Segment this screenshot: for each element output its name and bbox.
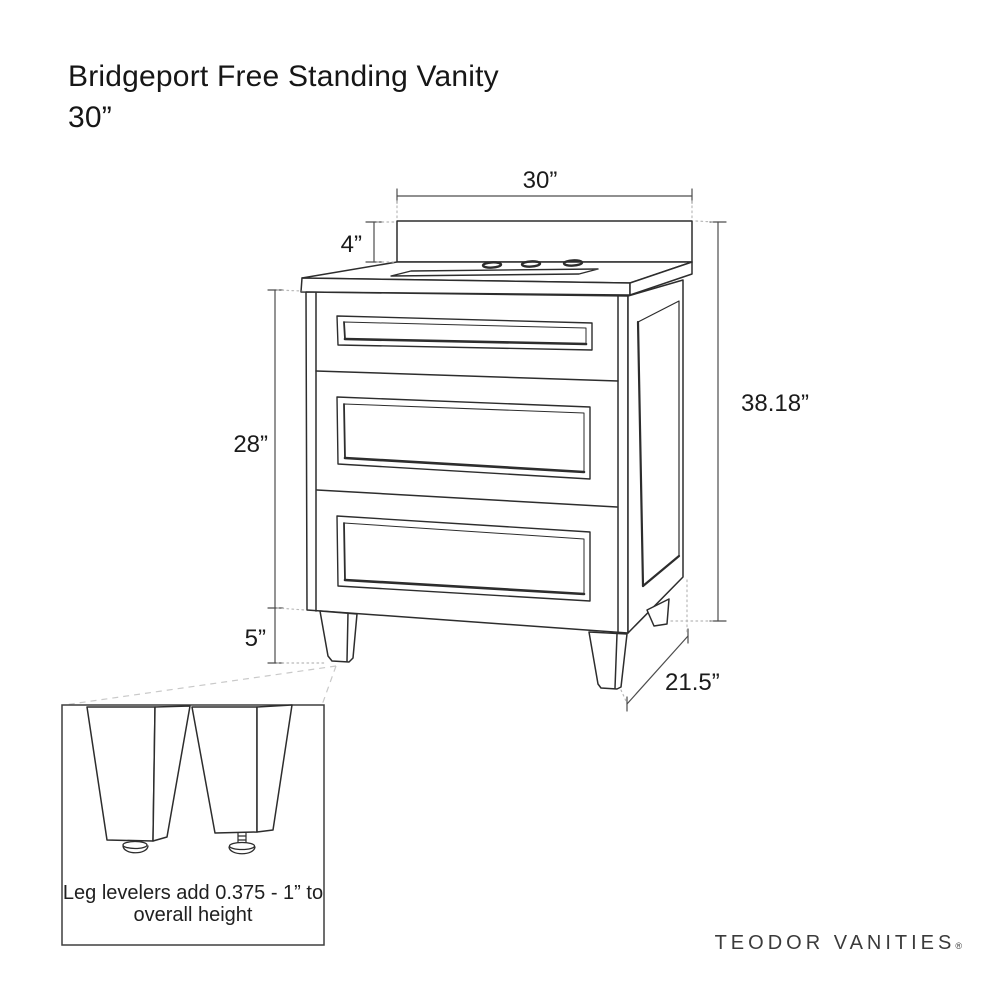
drawer-3-panel-shadow-left <box>343 522 346 581</box>
cabinet-side <box>627 279 684 634</box>
dim-backsplash-label: 4” <box>341 231 362 258</box>
drawer-3-panel-shadow <box>343 578 586 596</box>
sink-cutout <box>390 268 599 277</box>
product-name: Bridgeport Free Standing Vanity <box>68 60 499 93</box>
drawer-1-panel-shadow-left <box>343 321 346 340</box>
inset-note-line2: overall height <box>134 904 253 926</box>
dim-top-width: 30” <box>396 167 693 219</box>
dim-cabinet-height-label: 28” <box>233 431 268 458</box>
dim-overall-height: 38.18” <box>670 220 809 622</box>
product-size: 30” <box>68 101 112 134</box>
faucet-holes <box>481 259 584 269</box>
inset-left-leveler <box>122 840 149 854</box>
faucet-hole <box>520 260 542 268</box>
leg-detail-inset: Leg levelers add 0.375 - 1” to overall h… <box>61 665 337 946</box>
dim-depth-label: 21.5” <box>665 669 720 696</box>
faucet-hole <box>481 261 503 269</box>
drawer-1-frame <box>336 315 593 351</box>
drawer-2 <box>336 396 591 480</box>
front-left-leg-edge <box>346 612 349 662</box>
drawer-3 <box>336 515 591 602</box>
brand-logo: TEODOR VANITIES® <box>715 932 962 955</box>
side-face <box>627 279 684 634</box>
back-right-leg <box>646 598 670 627</box>
drawer-3-frame <box>336 515 591 602</box>
inset-right-leg-side <box>256 704 293 833</box>
faucet-hole <box>562 259 584 267</box>
registered-mark-icon: ® <box>955 941 962 951</box>
dim-cabinet-height: 28” 5” <box>233 289 328 664</box>
dim-depth: 21.5” <box>620 579 720 712</box>
legs <box>319 598 670 690</box>
cabinet-front <box>305 291 629 634</box>
front-right-leg-edge <box>614 633 618 689</box>
inset-left-leg-side <box>152 705 191 842</box>
side-panel-shadow-left <box>636 320 645 588</box>
inset-note-line1: Leg levelers add 0.375 - 1” to <box>63 882 323 904</box>
vanity-drawing <box>300 220 693 690</box>
dim-backsplash-height: 4” <box>341 221 395 263</box>
dim-overall-height-label: 38.18” <box>741 390 809 417</box>
countertop <box>300 259 693 296</box>
front-right-leg <box>588 631 628 690</box>
drawer-1-panel-shadow <box>343 337 588 346</box>
dimensions: 30” 4” 28” 5” <box>233 167 809 712</box>
side-panel-shadow-bottom <box>641 554 681 588</box>
page-title: Bridgeport Free Standing Vanity 30” <box>68 56 499 138</box>
countertop-right-edge <box>629 261 693 296</box>
drawer-2-panel-shadow <box>343 456 586 474</box>
backsplash <box>396 220 693 263</box>
inset-right-leveler <box>228 841 256 855</box>
drawer-gap-2 <box>316 489 618 508</box>
drawer-2-frame <box>336 396 591 480</box>
brand-name: TEODOR VANITIES <box>714 932 956 954</box>
drawer-gap-1 <box>315 370 619 382</box>
inset-callout-lines <box>63 665 337 706</box>
dim-top-width-label: 30” <box>523 167 558 194</box>
dim-leg-height-label: 5” <box>245 625 266 652</box>
front-left-leg <box>319 610 358 663</box>
inset-legs <box>86 704 293 855</box>
drawer-2-panel-shadow-left <box>343 403 346 459</box>
drawer-1 <box>336 315 593 351</box>
